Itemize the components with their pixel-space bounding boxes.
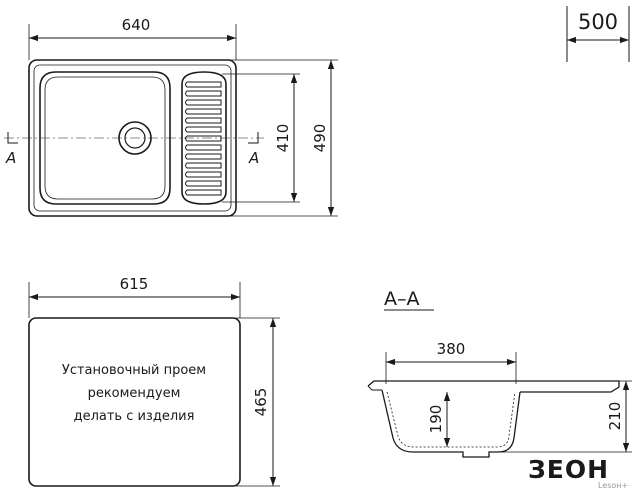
thickness-dimension: 500 [566,6,630,62]
brand-small-text: Lesoн+ [598,481,628,490]
section-bowl-inner [386,391,516,448]
drainboard-groove [185,153,222,160]
thickness-dimension-label: 500 [578,10,618,34]
cutout-width-dimension-label: 615 [120,275,149,293]
drainboard-groove [185,108,222,115]
sink-inner-rim [33,64,232,212]
drainboard-groove [185,81,222,88]
drainboard-outline [181,71,227,205]
section-bowl-outer [381,389,521,458]
drainboard-groove [185,144,222,151]
top-view: 640 A A 410 490 [4,16,338,217]
drainboard-groove [185,162,222,169]
brand-logo-text: ЗЕОН [528,455,609,484]
width-dimension-label: 640 [122,16,151,34]
drainboard-groove [185,135,222,142]
section-view: A–A 380 190 210 [367,288,632,458]
section-mark-right: A [248,149,259,167]
cutout-height-dimension-label: 465 [252,388,270,417]
bowl-width-dimension-label: 380 [437,340,466,358]
cutout-note-line-3: делать с изделия [74,409,195,424]
cutout-view: 615 Установочный проем рекомендуем делат… [28,275,280,487]
total-depth-dimension-label: 210 [606,402,624,431]
section-title: A–A [384,288,420,310]
cutout-note-line-1: Установочный проем [62,363,206,378]
depth-dimension-label: 490 [311,124,329,153]
cutout-outline [28,317,241,487]
drainboard-groove [185,189,222,196]
drainboard-groove [185,117,222,124]
section-rim [367,380,620,393]
drainboard-groove [185,180,222,187]
bowl-outline [39,71,171,205]
drainboard-groove [185,126,222,133]
drainboard-groove [185,90,222,97]
drainboard-groove [185,99,222,106]
bowl-inner-depth-dimension-label: 190 [427,405,445,434]
brand-logo: ЗЕОН Lesoн+ [528,455,628,490]
drainboard-groove [185,171,222,178]
drainboard-grooves [185,81,222,196]
cutout-note-line-2: рекомендуем [88,386,181,401]
section-mark-left: A [5,149,16,167]
bowl-depth-dimension-label: 410 [274,124,292,153]
